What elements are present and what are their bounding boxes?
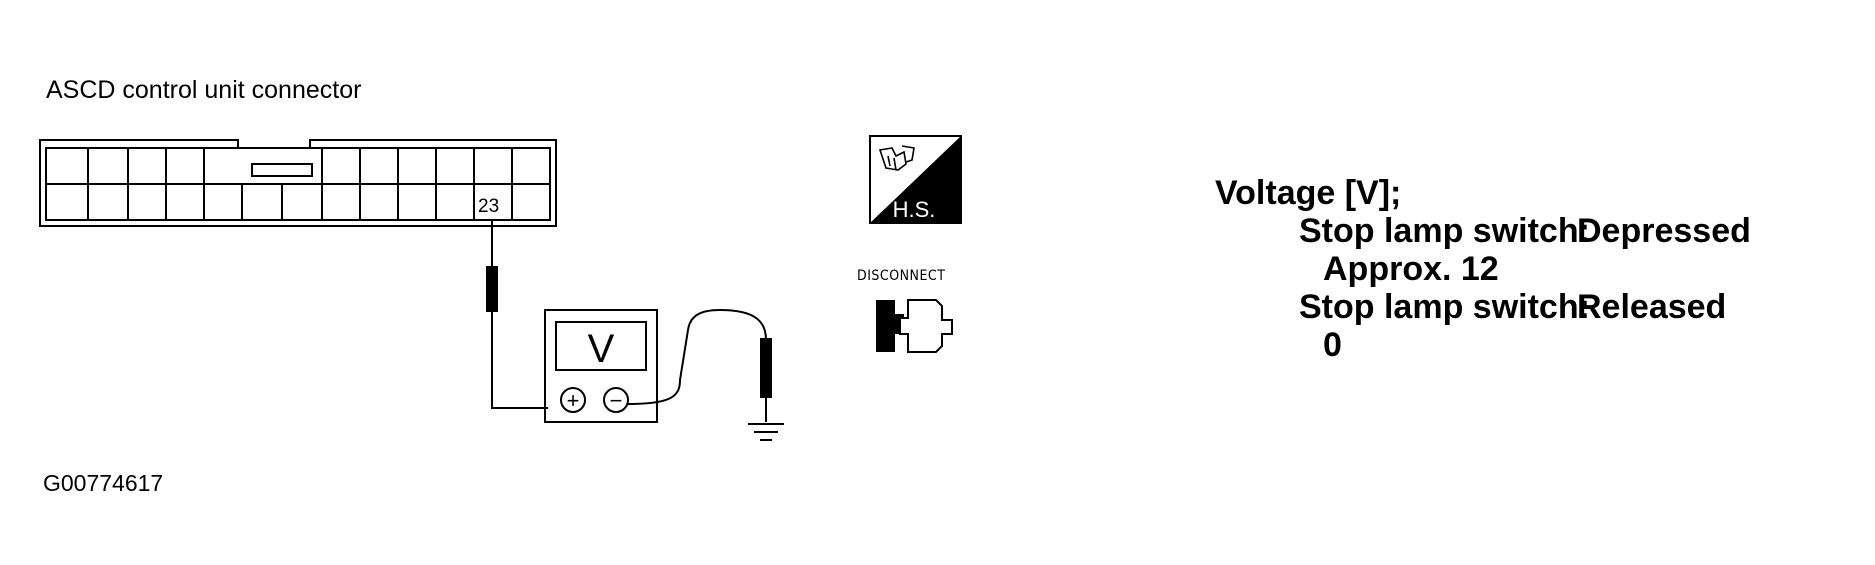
spec-row1-state: Depressed [1577,212,1751,250]
figure-code: G00774617 [43,470,164,496]
voltage-spec: Voltage [V]; Stop lamp switch: Depressed… [1215,172,1855,392]
connector-body [39,139,557,227]
hs-badge-text: H.S. [893,197,936,222]
spec-row2-state: Released [1577,288,1727,326]
negative-probe [627,308,772,422]
connector-title: ASCD control unit connector [46,76,362,104]
disconnect-icon [876,299,953,353]
voltmeter: V + − [544,309,658,423]
spec-row2-value: 0 [1323,326,1342,364]
terminal-number: 23 [478,196,499,217]
positive-probe [486,220,548,409]
hand-icon [878,145,915,171]
spec-row1-label: Stop lamp switch: [1299,212,1590,250]
disconnect-label: DISCONNECT [857,268,946,284]
spec-row2-label: Stop lamp switch: [1299,288,1590,326]
voltmeter-symbol: V [588,327,615,371]
plus-terminal-symbol: + [567,388,580,413]
spec-row1-value: Approx. 12 [1323,250,1499,288]
minus-terminal-symbol: − [610,388,623,413]
hs-badge-icon: H.S. [869,135,962,224]
spec-heading: Voltage [V]; [1215,174,1402,212]
ground-symbol [748,423,784,441]
